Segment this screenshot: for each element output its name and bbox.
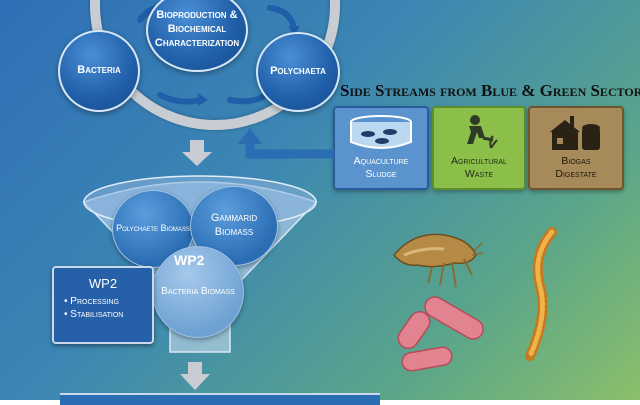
- bottom-down-arrow-icon: [180, 362, 210, 390]
- cycle-node-bioproduction: Bioproduction & Biochemical Characteriza…: [146, 0, 248, 72]
- bacteria-rods-image: [397, 296, 484, 372]
- down-arrow-icon: [182, 140, 212, 166]
- bioproduction-label: Bioproduction & Biochemical Characteriza…: [154, 9, 240, 49]
- biogas-plant-icon: [550, 116, 600, 150]
- side-stream-biogas: Biogas Digestate: [528, 106, 624, 190]
- agricultural-label: Agricultural Waste: [451, 154, 507, 181]
- polychaeta-label: Polychaeta: [270, 65, 326, 78]
- bacteria-biomass-label: Bacteria Biomass: [161, 285, 235, 297]
- farmer-planting-icon: [467, 115, 498, 149]
- gammarid-biomass-label: Gammarid Biomass: [210, 212, 258, 238]
- side-stream-aquaculture: Aquaculture Sludge: [333, 106, 429, 190]
- wp2-box: WP2 • Processing • Stabilisation: [52, 266, 154, 344]
- side-streams-title: Side Streams from Blue & Green Sectors: [340, 81, 640, 100]
- polychaete-worm-image: [525, 227, 557, 361]
- aquaculture-label: Aquaculture Sludge: [353, 154, 409, 181]
- bacteria-biomass-bubble: Bacteria Biomass: [152, 246, 244, 338]
- wp2-item-stabilisation: • Stabilisation: [64, 309, 124, 320]
- wp2-box-title: WP2: [88, 276, 118, 291]
- bacteria-label: Bacteria: [77, 64, 121, 77]
- fish-tank-icon: [350, 115, 412, 149]
- wp2-item-processing: • Processing: [64, 296, 119, 307]
- side-stream-arrow-icon: [238, 128, 334, 159]
- gammarid-image: [393, 233, 484, 288]
- cycle-node-polychaeta: Polychaeta: [256, 32, 340, 112]
- funnel-wp2-label: WP2: [174, 252, 205, 268]
- biogas-label: Biogas Digestate: [555, 154, 597, 181]
- cycle-node-bacteria: Bacteria: [58, 30, 140, 112]
- side-stream-agricultural: Agricultural Waste: [432, 106, 526, 190]
- bottom-bar: [60, 393, 380, 405]
- polychaete-biomass-label: Polychaete Biomass: [116, 223, 190, 234]
